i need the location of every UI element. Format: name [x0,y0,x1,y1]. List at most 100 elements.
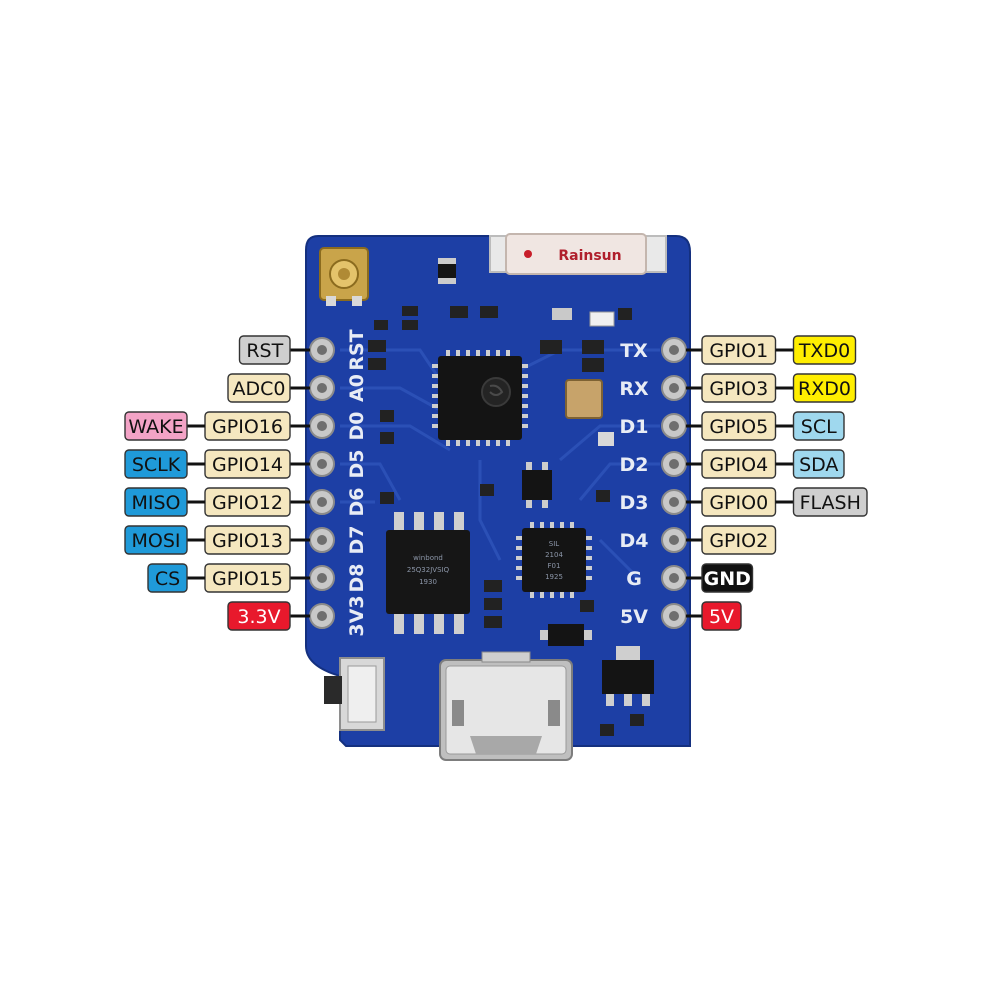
left-pin-d6-pad-hole [317,497,327,507]
left-pin-3v3-pad-hole [317,611,327,621]
voltage-regulator [602,646,654,706]
micro-usb-port[interactable] [439,651,573,761]
right-pin-d4-tag-gpio2-box [701,525,777,555]
left-pin-d5-tag-sclk-label: SCLK [132,454,181,476]
right-pin-d2-tag-sda-label: SDA [799,454,838,476]
left-pin-d8-tag-cs-box [147,563,188,593]
right-pin-d1-silkscreen: D1 [620,416,649,438]
left-pin-d0-tag-wake-label: WAKE [128,416,183,438]
right-pin-d2-tag-gpio4: GPIO4 [701,449,777,479]
right-pin-d4-pad-hole [669,535,679,545]
right-pin-rx-tag-rxd0-box [792,373,857,403]
left-pin-d6-tag-miso-box [124,487,188,517]
right-pin-d1-pad-hole [669,421,679,431]
flash-marking-1: winbond [413,554,443,562]
reset-button[interactable] [324,657,385,731]
left-pin-d7-tag-mosi-label: MOSI [131,530,180,552]
usb-chip-marking-1: SIL [549,540,560,548]
right-pin-g-tag-gnd: GND [701,563,754,593]
board-traces [340,348,660,582]
right-pin-d4-tag-gpio2-label: GPIO2 [709,530,768,552]
right-pin-tx-tag-gpio1: GPIO1 [701,335,777,365]
right-pin-d3-tag-gpio0: GPIO0 [701,487,777,517]
left-pin-d5-silkscreen: D5 [346,450,368,479]
left-pin-d0-pad-hole [317,421,327,431]
left-pin-d8-tag-gpio15-label: GPIO15 [212,568,283,590]
left-pin-d0-tag-wake: WAKE [124,411,188,441]
right-pin-g-silkscreen: G [626,568,642,590]
antenna-brand: Rainsun [558,248,621,264]
right-pin-5v-tag-5v: 5V [701,601,742,631]
left-pin-d5-tag-sclk: SCLK [124,449,188,479]
left-pin-d6-silkscreen: D6 [346,488,368,517]
left-pin-d7-tag-mosi-box [124,525,188,555]
right-pin-g-pad-hole [669,573,679,583]
right-pin-d4-silkscreen: D4 [620,530,649,552]
left-pin-3v3-tag-3-3v: 3.3V [227,601,291,631]
right-pin-rx-tag-rxd0-label: RXD0 [798,378,851,400]
right-pin-d2-silkscreen: D2 [620,454,649,476]
left-pin-rst-tag-rst-box [238,335,291,365]
left-pin-d0-tag-wake-box [124,411,188,441]
right-pin-d3-tag-flash: FLASH [792,487,868,517]
left-pin-3v3-tag-3-3v-label: 3.3V [237,606,280,628]
right-pin-d3-tag-flash-box [792,487,868,517]
right-pin-g-tag-gnd-box [701,563,754,593]
left-pin-a0-pad-hole [317,383,327,393]
usb-chip-marking-4: 1925 [545,573,563,581]
left-pin-d8-tag-cs: CS [147,563,188,593]
right-pin-rx-tag-gpio3-label: GPIO3 [709,378,768,400]
antenna-connector [319,247,369,306]
left-pin-d5-pad-hole [317,459,327,469]
left-pin-a0-silkscreen: A0 [346,374,368,402]
right-pin-rx-tag-rxd0: RXD0 [792,373,857,403]
right-pin-rx-pad-hole [669,383,679,393]
right-pin-d4-tag-gpio2: GPIO2 [701,525,777,555]
left-pin-d7-tag-gpio13: GPIO13 [204,525,291,555]
left-pin-d7-tag-mosi: MOSI [124,525,188,555]
usb-chip-marking-2: 2104 [545,551,563,559]
right-pin-d1-tag-scl-box [792,411,845,441]
right-pin-rx-tag-gpio3: GPIO3 [701,373,777,403]
right-pin-tx-tag-gpio1-label: GPIO1 [709,340,768,362]
right-pin-d2-tag-sda: SDA [792,449,845,479]
left-pin-d7-silkscreen: D7 [346,526,368,555]
right-pin-5v-silkscreen: 5V [620,606,648,628]
left-pin-d8-silkscreen: D8 [346,564,368,593]
left-pin-rst-pad-hole [317,345,327,355]
usb-chip-marking-3: F01 [548,562,561,570]
left-pin-d0-silkscreen: D0 [346,412,368,441]
left-pin-d5-tag-sclk-box [124,449,188,479]
right-pin-d3-tag-gpio0-label: GPIO0 [709,492,768,514]
right-pin-g-tag-gnd-label: GND [704,568,751,590]
flash-marking-2: 25Q32JVSIQ [407,566,450,574]
left-pin-d7-tag-gpio13-label: GPIO13 [212,530,283,552]
right-pin-tx-tag-txd0: TXD0 [792,335,857,365]
left-pin-3v3-silkscreen: 3V3 [346,595,368,636]
flash-marking-3: 1930 [419,578,437,586]
left-pin-d5-tag-gpio14: GPIO14 [204,449,291,479]
right-pin-d2-tag-gpio4-label: GPIO4 [709,454,768,476]
right-pin-5v-tag-5v-box [701,601,742,631]
right-pin-d2-tag-sda-box [792,449,845,479]
smd-components [368,258,644,736]
right-pin-d3-tag-flash-label: FLASH [800,492,861,514]
right-pin-tx-tag-txd0-box [792,335,857,365]
left-pin-d8-tag-gpio15: GPIO15 [204,563,291,593]
left-pin-d7-pad-hole [317,535,327,545]
left-pin-d8-tag-cs-label: CS [155,568,180,590]
board: Rainsun [305,233,691,761]
usb-serial-chip: SIL 2104 F01 1925 [516,522,592,598]
right-pin-rx-silkscreen: RX [619,378,649,400]
right-pin-5v-pad-hole [669,611,679,621]
right-pin-d1-tag-gpio5: GPIO5 [701,411,777,441]
left-pin-d6-tag-gpio12: GPIO12 [204,487,291,517]
right-pin-tx-tag-txd0-label: TXD0 [798,340,850,362]
right-pin-tx-silkscreen: TX [620,340,648,362]
left-pin-3v3-tag-3-3v-box [227,601,291,631]
right-pin-d1-tag-scl-label: SCL [801,416,837,438]
right-pin-tx-pad-hole [669,345,679,355]
right-pin-d3-silkscreen: D3 [620,492,649,514]
ceramic-antenna: Rainsun [489,233,667,275]
